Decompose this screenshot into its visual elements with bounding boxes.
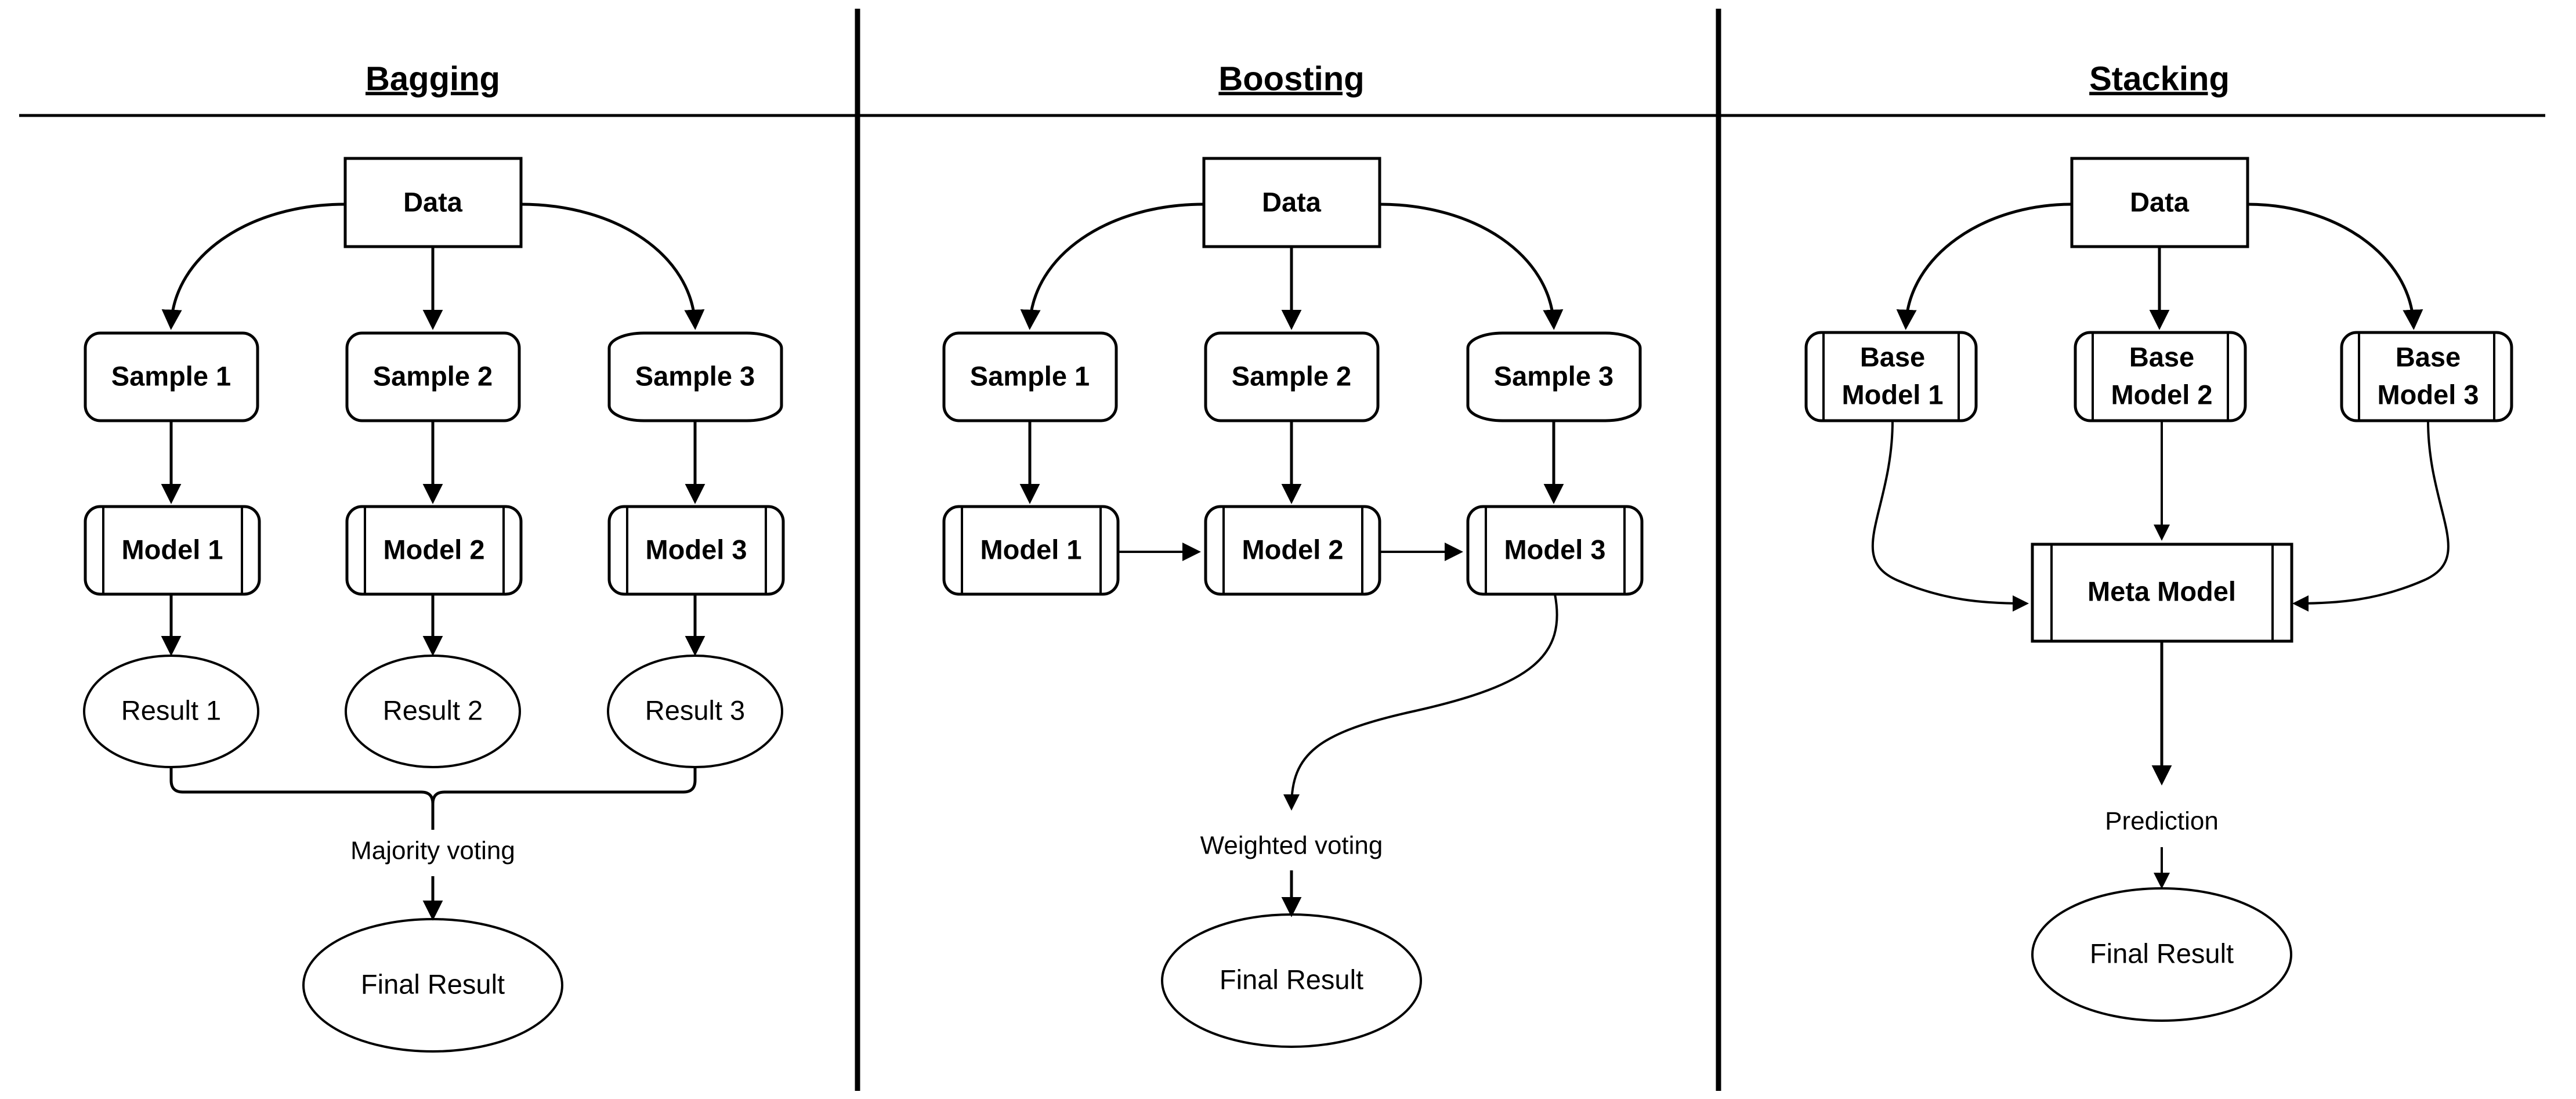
boosting-voting-label: Weighted voting — [1200, 832, 1383, 860]
edge-boosting-data-to-sample1 — [1020, 203, 1204, 330]
edge-bagging-data-to-sample1 — [161, 203, 346, 330]
column-stacking: Data Base Model 1 Base Model 2 Base Mode… — [1804, 157, 2513, 1022]
stacking-final-result-label: Final Result — [2090, 938, 2234, 968]
boosting-model-3-label: Model 3 — [1504, 534, 1606, 565]
boosting-data-label: Data — [1262, 186, 1322, 217]
stacking-base-model-2-label-line1: Base — [2129, 341, 2194, 372]
stacking-base-model-1-box[interactable] — [1804, 331, 1978, 422]
bagging-data-label: Data — [403, 186, 463, 217]
stacking-base-model-3-label-line1: Base — [2396, 341, 2461, 372]
bagging-model-3-label: Model 3 — [646, 534, 747, 565]
column-boosting: Data Sample 1 Sample 2 Sample 3 Model 1 … — [942, 157, 1644, 1048]
boosting-sample-2-label: Sample 2 — [1232, 360, 1351, 391]
bagging-data-box[interactable] — [343, 157, 523, 248]
bagging-final-result-ellipse[interactable] — [302, 918, 563, 1053]
bagging-sample-3-label: Sample 3 — [635, 360, 755, 391]
boosting-sample-1-label: Sample 1 — [970, 360, 1090, 391]
bagging-results-brace — [169, 767, 697, 804]
stacking-data-box[interactable] — [2070, 157, 2249, 248]
stacking-base-model-1-label-line1: Base — [1860, 341, 1925, 372]
bagging-result-1-label: Result 1 — [121, 695, 221, 725]
edge-boosting-model3-to-voting — [1283, 594, 1558, 811]
boosting-model-2-label: Model 2 — [1242, 534, 1344, 565]
stacking-base-model-2-label-line2: Model 2 — [2111, 379, 2213, 410]
bagging-sample-2-label: Sample 2 — [373, 360, 493, 391]
edge-stacking-data-to-base1 — [1896, 203, 2072, 330]
stacking-base-model-1-label-line2: Model 1 — [1842, 379, 1944, 410]
boosting-final-result-label: Final Result — [1220, 964, 1363, 995]
bagging-result-3-label: Result 3 — [645, 695, 745, 725]
column-title-boosting: Boosting — [1218, 60, 1364, 97]
edge-bagging-data-to-sample3 — [520, 203, 705, 330]
bagging-voting-label: Majority voting — [350, 837, 515, 865]
column-title-stacking: Stacking — [2089, 60, 2230, 97]
bagging-model-2-box[interactable] — [345, 505, 523, 596]
stacking-meta-model-box[interactable] — [2031, 543, 2293, 643]
boosting-model-2-box[interactable] — [1204, 505, 1381, 596]
stacking-final-result-ellipse[interactable] — [2031, 887, 2292, 1022]
edge-stacking-base1-to-meta — [1871, 420, 2029, 612]
stacking-prediction-label: Prediction — [2105, 807, 2219, 836]
bagging-model-2-label: Model 2 — [383, 534, 485, 565]
edge-stacking-base3-to-meta — [2292, 420, 2450, 612]
edge-boosting-data-to-sample3 — [1379, 203, 1564, 330]
bagging-result-2-ellipse[interactable] — [345, 655, 521, 768]
column-title-bagging: Bagging — [366, 60, 500, 97]
stacking-data-label: Data — [2130, 186, 2190, 217]
bagging-final-result-label: Final Result — [361, 968, 505, 999]
stacking-base-model-2-box[interactable] — [2074, 331, 2247, 422]
boosting-final-result-ellipse[interactable] — [1161, 913, 1422, 1048]
bagging-model-1-label: Model 1 — [122, 534, 223, 565]
column-bagging: Data Sample 1 Sample 2 Sample 3 Model 1 — [83, 157, 785, 1053]
boosting-model-1-label: Model 1 — [981, 534, 1082, 565]
boosting-sample-3-label: Sample 3 — [1494, 360, 1613, 391]
stacking-base-model-3-box[interactable] — [2340, 331, 2513, 422]
boosting-data-box[interactable] — [1202, 157, 1381, 248]
boosting-model-1-box[interactable] — [942, 505, 1120, 596]
boosting-model-3-box[interactable] — [1466, 505, 1644, 596]
stacking-base-model-3-label-line2: Model 3 — [2378, 379, 2479, 410]
bagging-result-2-label: Result 2 — [383, 695, 483, 725]
bagging-sample-1-label: Sample 1 — [111, 360, 231, 391]
stacking-meta-model-label: Meta Model — [2087, 576, 2236, 606]
edge-stacking-data-to-base3 — [2247, 203, 2423, 330]
